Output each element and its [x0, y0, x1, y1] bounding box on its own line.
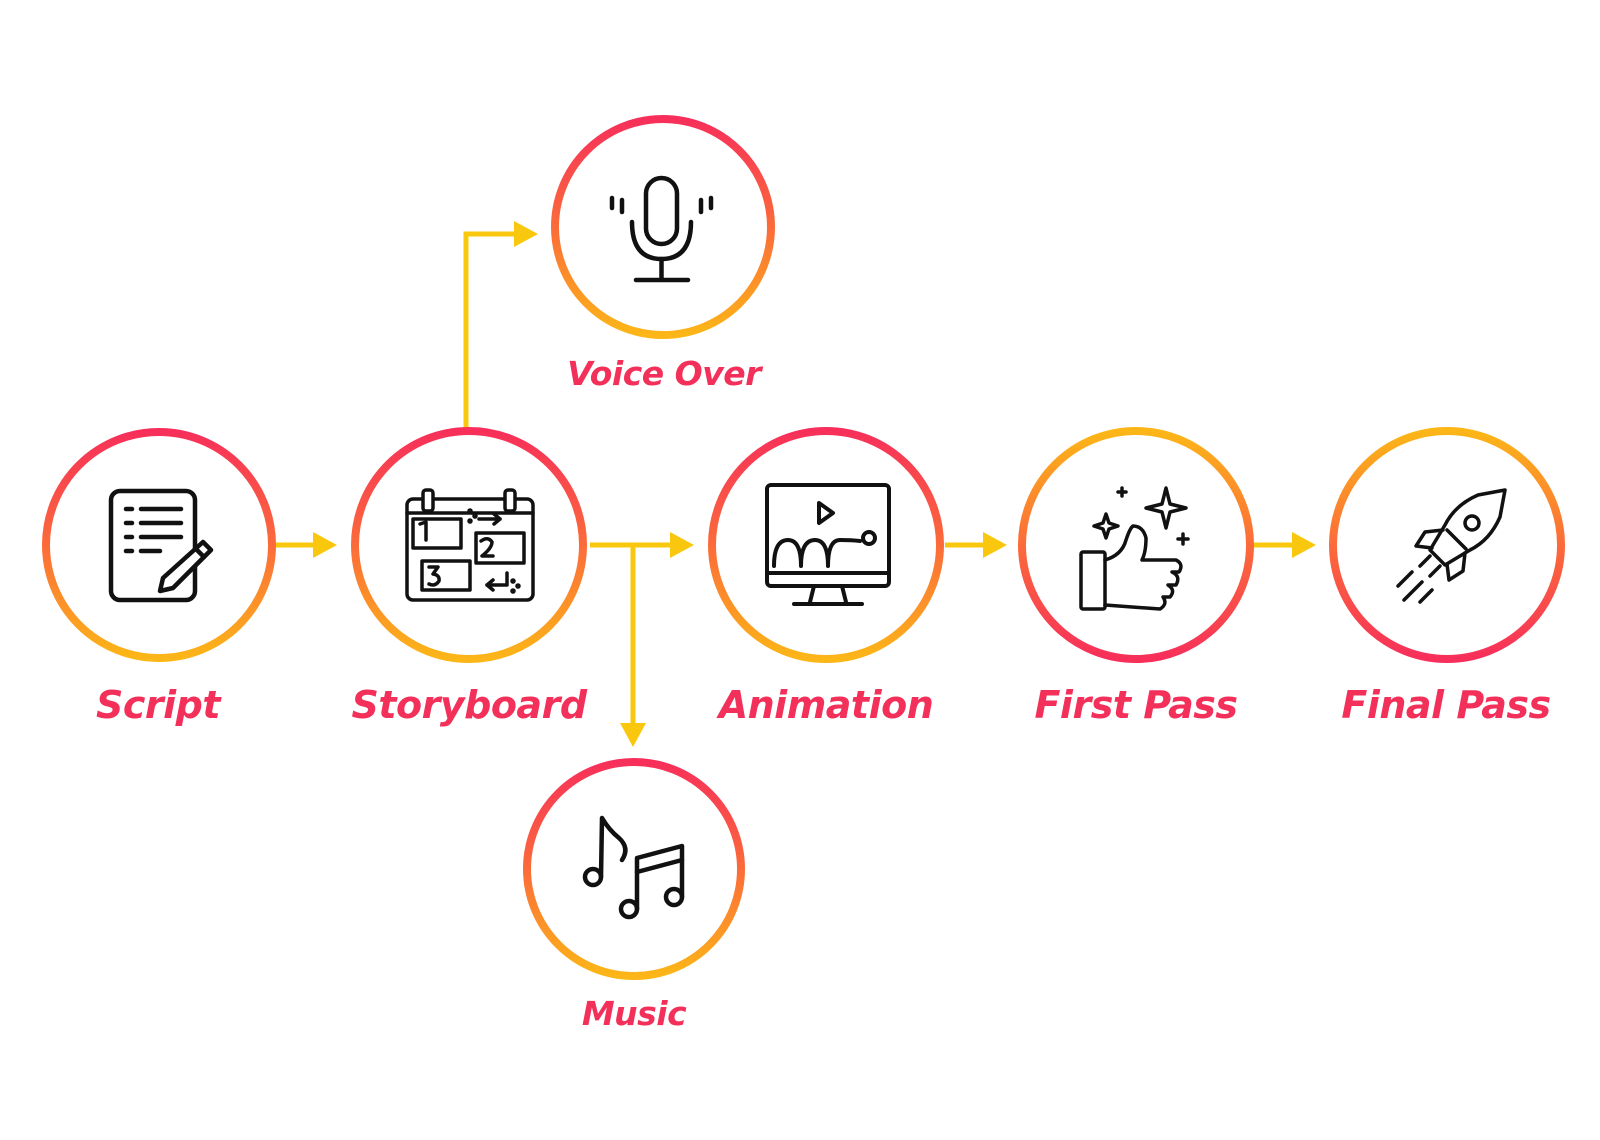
edge-storyboard-voice-over: [463, 231, 514, 430]
node-ring-final-pass: [1329, 427, 1565, 663]
node-label-animation: Animation: [718, 683, 934, 727]
node-ring-voice-over: [551, 115, 775, 339]
music-notes-icon: [582, 815, 685, 920]
node-ring-storyboard: [351, 427, 587, 663]
node-label-final-pass: Final Pass: [1341, 683, 1551, 727]
node-label-music: Music: [581, 994, 687, 1033]
document-pencil-icon: [108, 488, 214, 603]
microphone-icon: [609, 175, 714, 283]
rocket-icon: [1396, 488, 1507, 604]
arrowhead-final-pass: [1292, 532, 1316, 558]
thumbs-up-icon: [1079, 486, 1190, 611]
arrowhead-first-pass: [983, 532, 1007, 558]
arrowhead-voice-over: [514, 221, 538, 247]
node-ring-first-pass: [1018, 427, 1254, 663]
node-label-script: Script: [95, 683, 221, 727]
node-label-first-pass: First Pass: [1034, 683, 1238, 727]
monitor-animation-icon: [765, 483, 891, 606]
arrowhead-storyboard: [313, 532, 337, 558]
node-ring-music: [523, 758, 745, 980]
node-ring-script: [42, 428, 276, 662]
arrowhead-animation: [670, 532, 694, 558]
node-label-voice-over: Voice Over: [567, 354, 761, 393]
storyboard-icon: [405, 488, 535, 602]
arrowhead-music: [620, 723, 646, 747]
node-label-storyboard: Storyboard: [351, 683, 587, 727]
